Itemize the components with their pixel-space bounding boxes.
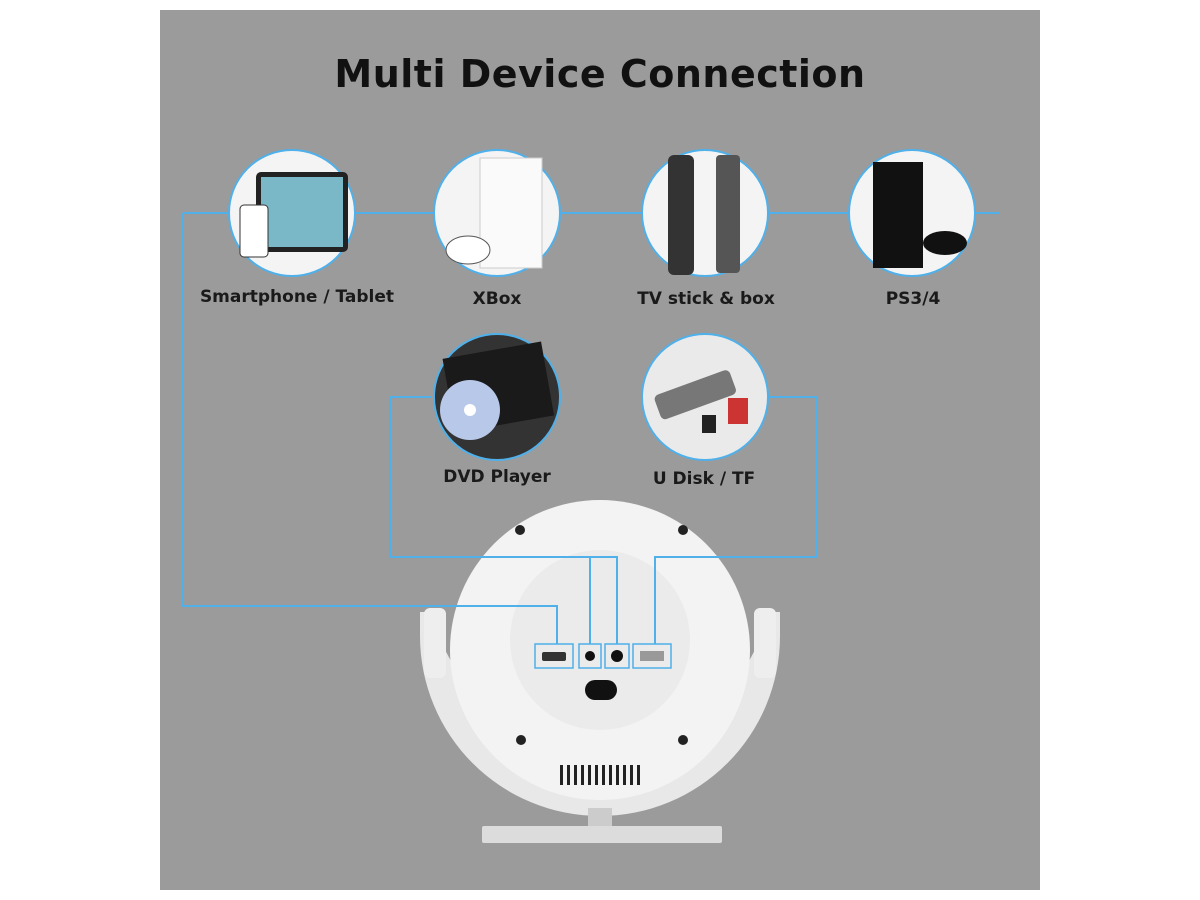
- device-label-dvd: DVD Player: [443, 467, 551, 487]
- vent-grille: [560, 765, 640, 785]
- device-card-reader: [641, 333, 769, 461]
- screw: [515, 525, 525, 535]
- hdmi-port-icon: [542, 652, 566, 661]
- page-title: Multi Device Connection: [334, 52, 866, 96]
- projector-back-panel: [510, 550, 690, 730]
- stand-arm-left: [424, 608, 446, 678]
- audio-jack-icon: [585, 651, 595, 661]
- device-dvd: [433, 333, 561, 461]
- usb-port-box: [632, 643, 672, 669]
- stand-neck: [588, 808, 612, 828]
- device-tv-stick: [641, 149, 769, 277]
- device-label-card-reader: U Disk / TF: [652, 469, 756, 489]
- tv-remote-icon: [668, 155, 694, 275]
- stand-arm-right: [754, 608, 776, 678]
- device-label-ps: PS3/4: [885, 289, 941, 309]
- screw: [516, 735, 526, 745]
- power-socket-icon: [585, 680, 617, 700]
- device-label-tv-stick: TV stick & box: [637, 289, 775, 309]
- usb-port-icon: [640, 651, 664, 661]
- stand-base: [482, 826, 722, 843]
- card-reader-icon: [654, 370, 736, 420]
- device-label-smartphone-tablet: Smartphone / Tablet: [199, 287, 395, 307]
- device-xbox: [433, 149, 561, 277]
- projector: [420, 500, 780, 843]
- ports: [534, 643, 672, 669]
- device-smartphone-tablet: [228, 149, 356, 277]
- av-jack-icon: [611, 650, 623, 662]
- playstation-console-icon: [873, 162, 923, 268]
- screw: [678, 735, 688, 745]
- device-label-xbox: XBox: [472, 289, 522, 309]
- device-ps: [848, 149, 976, 277]
- screw: [678, 525, 688, 535]
- hdmi-port-box: [534, 643, 574, 669]
